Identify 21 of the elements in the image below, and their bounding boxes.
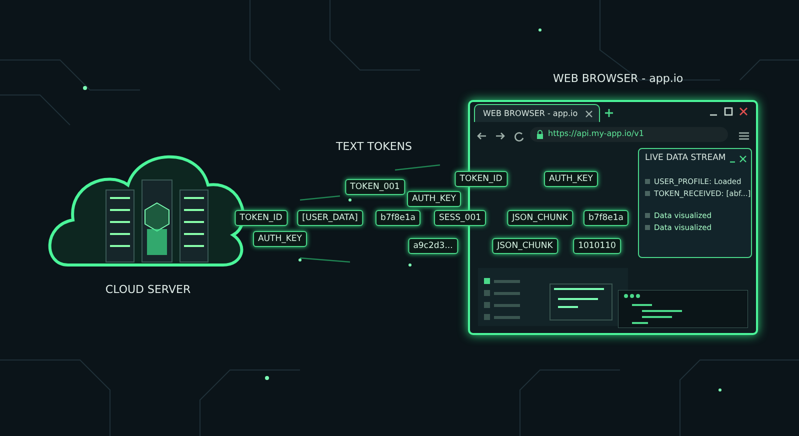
token-chip: AUTH_KEY — [253, 231, 307, 247]
token-chip: b7f8e1a — [583, 210, 629, 226]
panel-title: LIVE DATA STREAM — [645, 153, 726, 163]
token-chip: [USER_DATA] — [297, 210, 363, 226]
window-heading: WEB BROWSER - app.io — [553, 72, 684, 85]
token-chip: 1010110 — [573, 238, 621, 254]
token-chip: JSON_CHUNK — [492, 238, 558, 254]
token-chip: SESS_001 — [434, 210, 486, 226]
token-chip: a9c2d3... — [408, 238, 458, 254]
token-chip: TOKEN_001 — [345, 179, 405, 195]
cloud-caption: CLOUD SERVER — [104, 283, 192, 296]
section-label: TEXT TOKENS — [336, 140, 412, 153]
token-chip: JSON_CHUNK — [507, 210, 573, 226]
token-chip: AUTH_KEY — [544, 171, 598, 187]
token-chip: AUTH_KEY — [407, 191, 461, 207]
token-chip: TOKEN_ID — [454, 171, 508, 187]
address-bar: https://api.my-app.io/v1 — [530, 127, 728, 142]
token-chip: b7f8e1a — [375, 210, 421, 226]
token-chip: TOKEN_ID — [234, 210, 288, 226]
live-data-panel — [638, 148, 752, 258]
browser-tab: WEB BROWSER - app.io — [474, 104, 600, 122]
